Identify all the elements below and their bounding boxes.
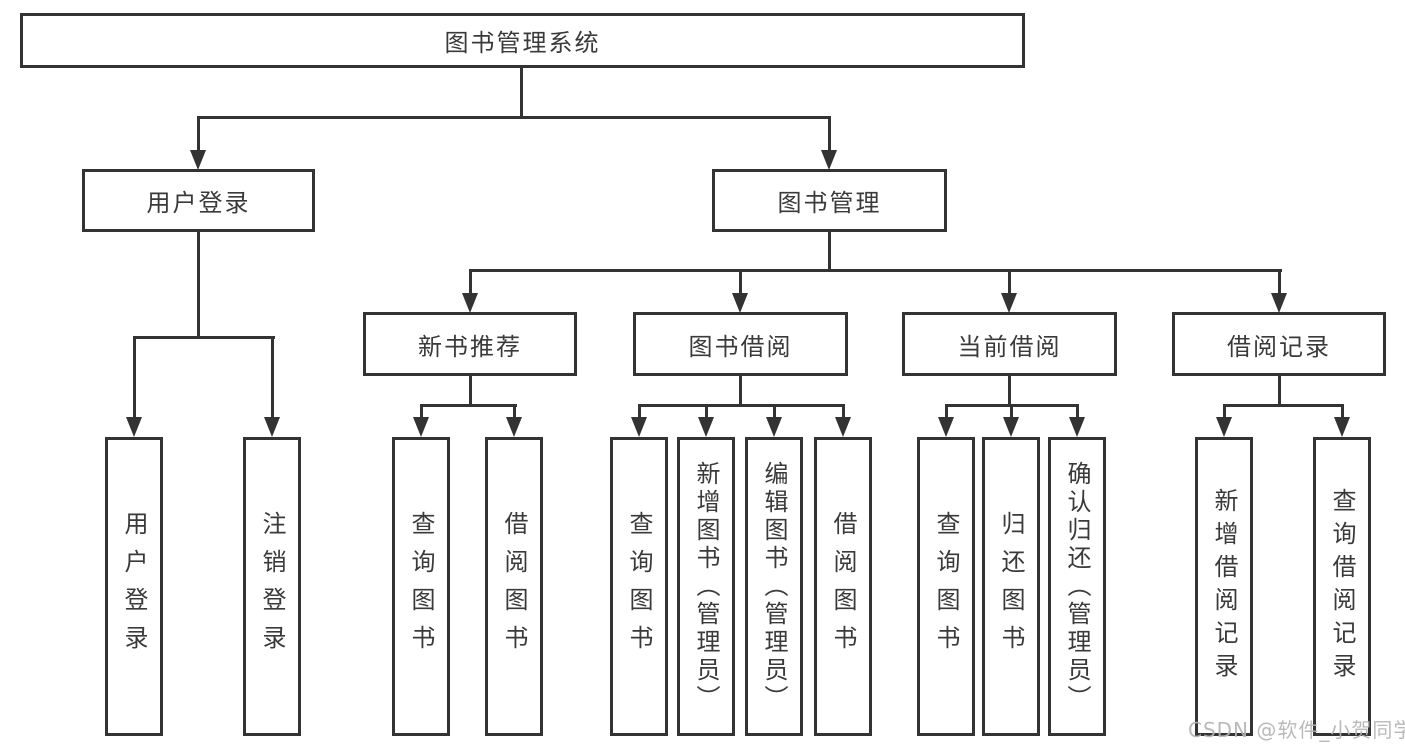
connector-root-hbar [197, 116, 831, 119]
leaf-bb-add-books-admin: 新增图书（管理员） [677, 437, 735, 736]
arrowhead-down-icon [1003, 417, 1019, 437]
arrowhead-down-icon [698, 417, 714, 437]
leaf-br-query-record: 查询借阅记录 [1313, 437, 1371, 736]
connector-bookmgmt-drop-1 [469, 269, 472, 295]
node-root: 图书管理系统 [20, 13, 1025, 68]
arrowhead-down-icon [821, 150, 837, 170]
leaf-nb-borrow-books: 借阅图书 [485, 437, 543, 736]
arrowhead-down-icon [835, 417, 851, 437]
connector-bookmgmt-stem [828, 232, 831, 272]
leaf-bb-edit-books-admin: 编辑图书（管理员） [745, 437, 803, 736]
connector-records-drop-2 [1341, 404, 1344, 419]
leaf-label: 用户登录 [120, 510, 148, 663]
arrowhead-down-icon [732, 293, 748, 313]
leaf-label: 借阅图书 [500, 510, 528, 663]
connector-root-stem [520, 68, 523, 118]
arrowhead-down-icon [462, 293, 478, 313]
arrowhead-down-icon [126, 417, 142, 437]
connector-current-drop-1 [945, 404, 948, 419]
leaf-label: 借阅图书 [829, 510, 857, 663]
leaf-label: 查询图书 [407, 510, 435, 663]
leaf-bb-query-books: 查询图书 [610, 437, 668, 736]
arrowhead-down-icon [264, 417, 280, 437]
arrowhead-down-icon [506, 417, 522, 437]
connector-bookmgmt-drop-4 [1278, 269, 1281, 295]
node-current-borrow: 当前借阅 [902, 312, 1117, 376]
connector-root-drop-right [828, 116, 831, 152]
connector-userlogin-stem [197, 232, 200, 338]
arrowhead-down-icon [190, 150, 206, 170]
connector-borrow-drop-1 [638, 404, 641, 419]
node-borrow-records: 借阅记录 [1172, 312, 1386, 376]
connector-borrow-drop-4 [842, 404, 845, 419]
connector-records-hbar [1223, 404, 1344, 407]
connector-bookmgmt-hbar [469, 269, 1282, 272]
leaf-label: 查询借阅记录 [1328, 487, 1356, 686]
arrowhead-down-icon [1001, 293, 1017, 313]
connector-newbooks-drop-1 [420, 404, 423, 419]
leaf-label: 归还图书 [997, 510, 1025, 663]
node-new-book-recommend: 新书推荐 [363, 312, 577, 376]
leaf-label: 编辑图书（管理员） [760, 460, 788, 713]
arrowhead-down-icon [938, 417, 954, 437]
leaf-label: 确认归还（管理员） [1063, 460, 1091, 713]
arrowhead-down-icon [631, 417, 647, 437]
connector-root-drop-left [197, 116, 200, 152]
connector-userlogin-drop-2 [271, 336, 274, 419]
arrowhead-down-icon [1334, 417, 1350, 437]
node-book-management: 图书管理 [712, 169, 947, 232]
connector-borrow-drop-3 [773, 404, 776, 419]
arrowhead-down-icon [1271, 293, 1287, 313]
connector-newbooks-hbar [420, 404, 517, 407]
leaf-logout: 注销登录 [243, 437, 301, 736]
connector-current-stem [1008, 375, 1011, 406]
connector-userlogin-drop-1 [133, 336, 136, 419]
arrowhead-down-icon [1069, 417, 1085, 437]
connector-newbooks-stem [469, 375, 472, 406]
node-book-borrow: 图书借阅 [633, 312, 848, 376]
connector-current-drop-3 [1076, 404, 1079, 419]
leaf-user-login: 用户登录 [105, 437, 163, 736]
leaf-label: 新增图书（管理员） [692, 460, 720, 713]
arrowhead-down-icon [413, 417, 429, 437]
connector-newbooks-drop-2 [513, 404, 516, 419]
leaf-cb-confirm-return-admin: 确认归还（管理员） [1048, 437, 1106, 736]
connector-records-drop-1 [1223, 404, 1226, 419]
leaf-cb-return-books: 归还图书 [982, 437, 1040, 736]
csdn-watermark: CSDN @软件_小贺同学 [1188, 718, 1405, 742]
connector-bookmgmt-drop-2 [739, 269, 742, 295]
connector-current-drop-2 [1010, 404, 1013, 419]
leaf-nb-query-books: 查询图书 [392, 437, 450, 736]
connector-borrow-hbar [638, 404, 845, 407]
connector-borrow-stem [739, 375, 742, 406]
connector-records-stem [1278, 375, 1281, 406]
leaf-label: 查询图书 [932, 510, 960, 663]
connector-bookmgmt-drop-3 [1008, 269, 1011, 295]
leaf-label: 新增借阅记录 [1210, 487, 1238, 686]
arrowhead-down-icon [1216, 417, 1232, 437]
leaf-label: 查询图书 [625, 510, 653, 663]
node-user-login: 用户登录 [82, 169, 315, 232]
leaf-cb-query-books: 查询图书 [917, 437, 975, 736]
connector-borrow-drop-2 [705, 404, 708, 419]
leaf-br-add-record: 新增借阅记录 [1195, 437, 1253, 736]
leaf-label: 注销登录 [258, 510, 286, 663]
leaf-bb-borrow-books: 借阅图书 [814, 437, 872, 736]
connector-userlogin-hbar [133, 336, 275, 339]
arrowhead-down-icon [766, 417, 782, 437]
